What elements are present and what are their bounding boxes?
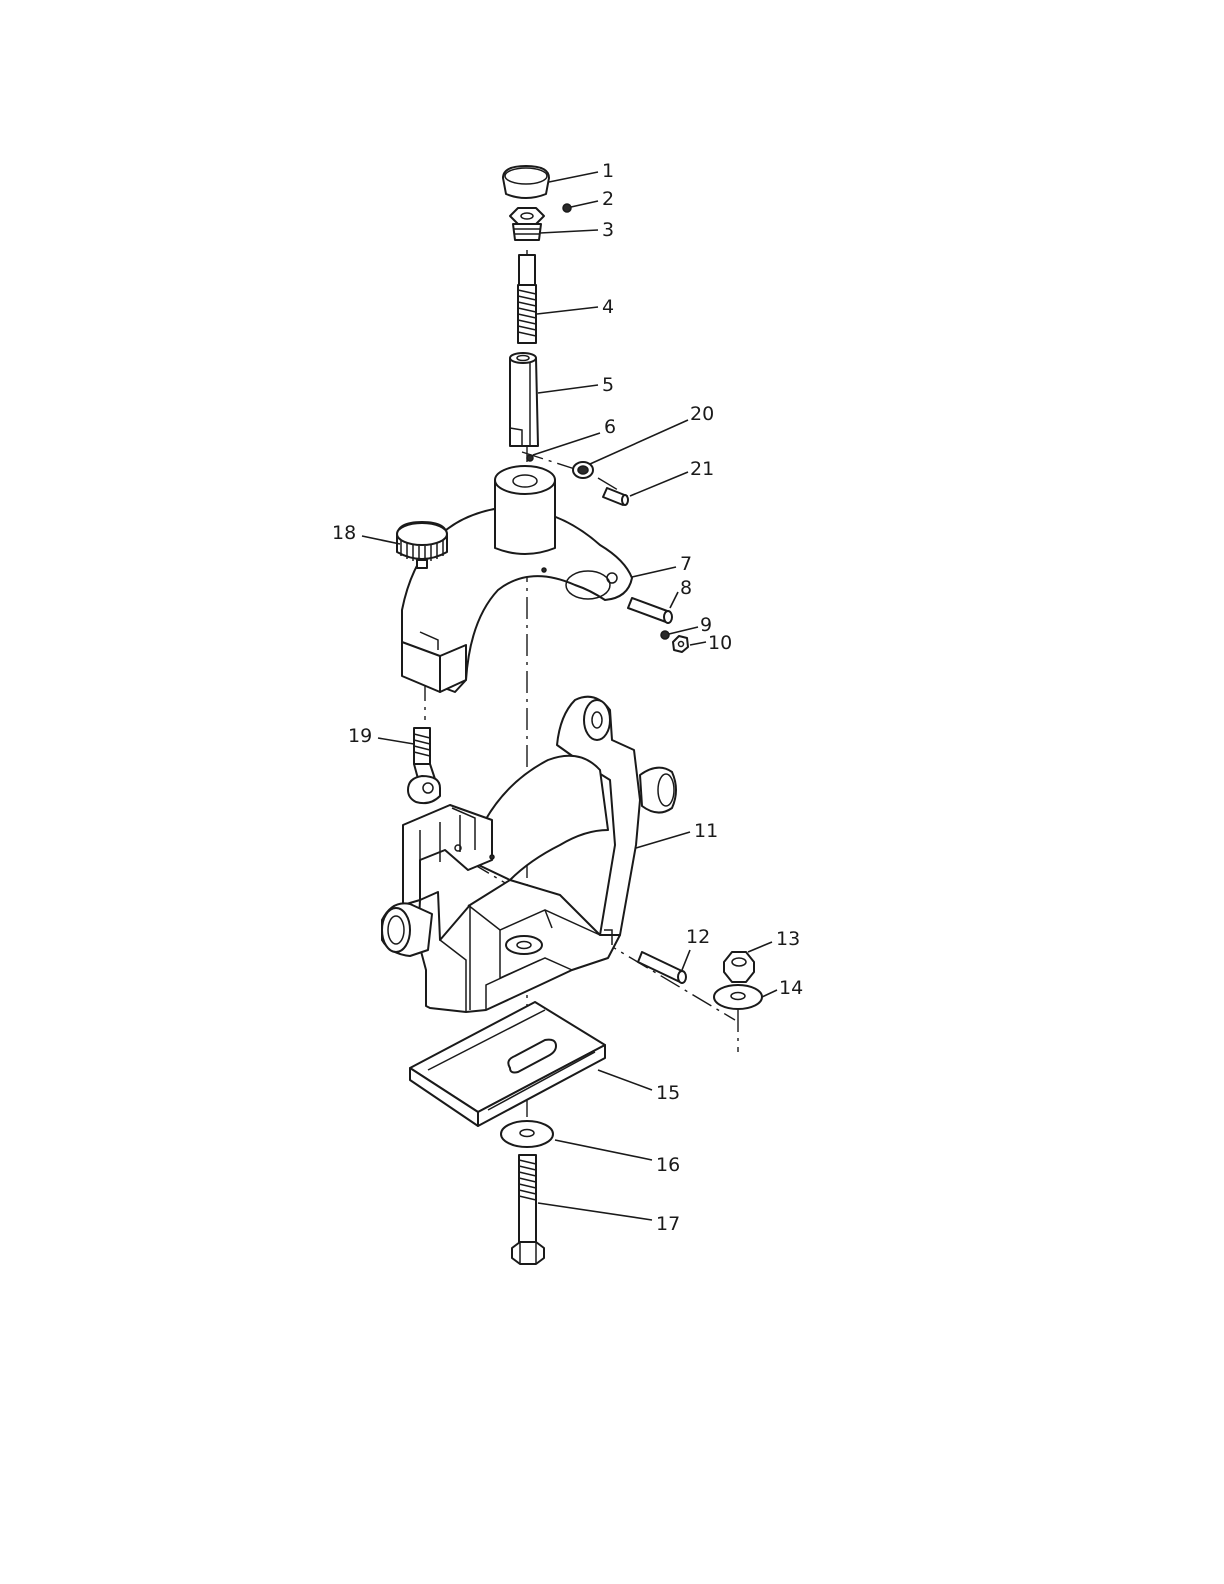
part-3-hex-bushing [510,208,544,240]
part-17-hex-bolt [512,1155,544,1264]
callout-18: 18 [332,522,356,544]
part-5-sleeve [510,353,538,446]
callout-2: 2 [602,188,614,210]
callout-21: 21 [690,458,714,480]
part-1-knob-cap [503,166,549,198]
part-2-set-screw [563,204,571,212]
part-6-pin [527,455,533,461]
callout-15: 15 [656,1082,680,1104]
callout-10: 10 [708,632,732,654]
part-12-pin [638,952,686,983]
part-8-pin [628,598,672,623]
callout-1: 1 [602,160,614,182]
callout-6: 6 [604,416,616,438]
part-10-hex-nut [673,636,688,652]
callout-4: 4 [602,296,614,318]
callout-17: 17 [656,1213,680,1235]
arch-column [495,466,555,554]
callout-7: 7 [680,553,692,575]
callout-19: 19 [348,725,372,747]
callout-16: 16 [656,1154,680,1176]
callout-5: 5 [602,374,614,396]
part-21-dowel [603,488,628,505]
part-4-threaded-rod [518,255,536,343]
callout-8: 8 [680,577,692,599]
part-13-hex-nut [724,952,754,982]
part-19-eye-bolt [408,728,440,803]
part-20-nut [573,462,593,478]
callout-20: 20 [690,403,714,425]
callout-14: 14 [779,977,803,999]
callout-12: 12 [686,926,710,948]
callout-11: 11 [694,820,718,842]
callout-3: 3 [602,219,614,241]
callout-13: 13 [776,928,800,950]
part-16-washer [501,1121,553,1147]
part-9-ball [661,631,669,639]
part-15-clamp-plate [410,1002,605,1126]
part-14-washer [714,985,762,1009]
